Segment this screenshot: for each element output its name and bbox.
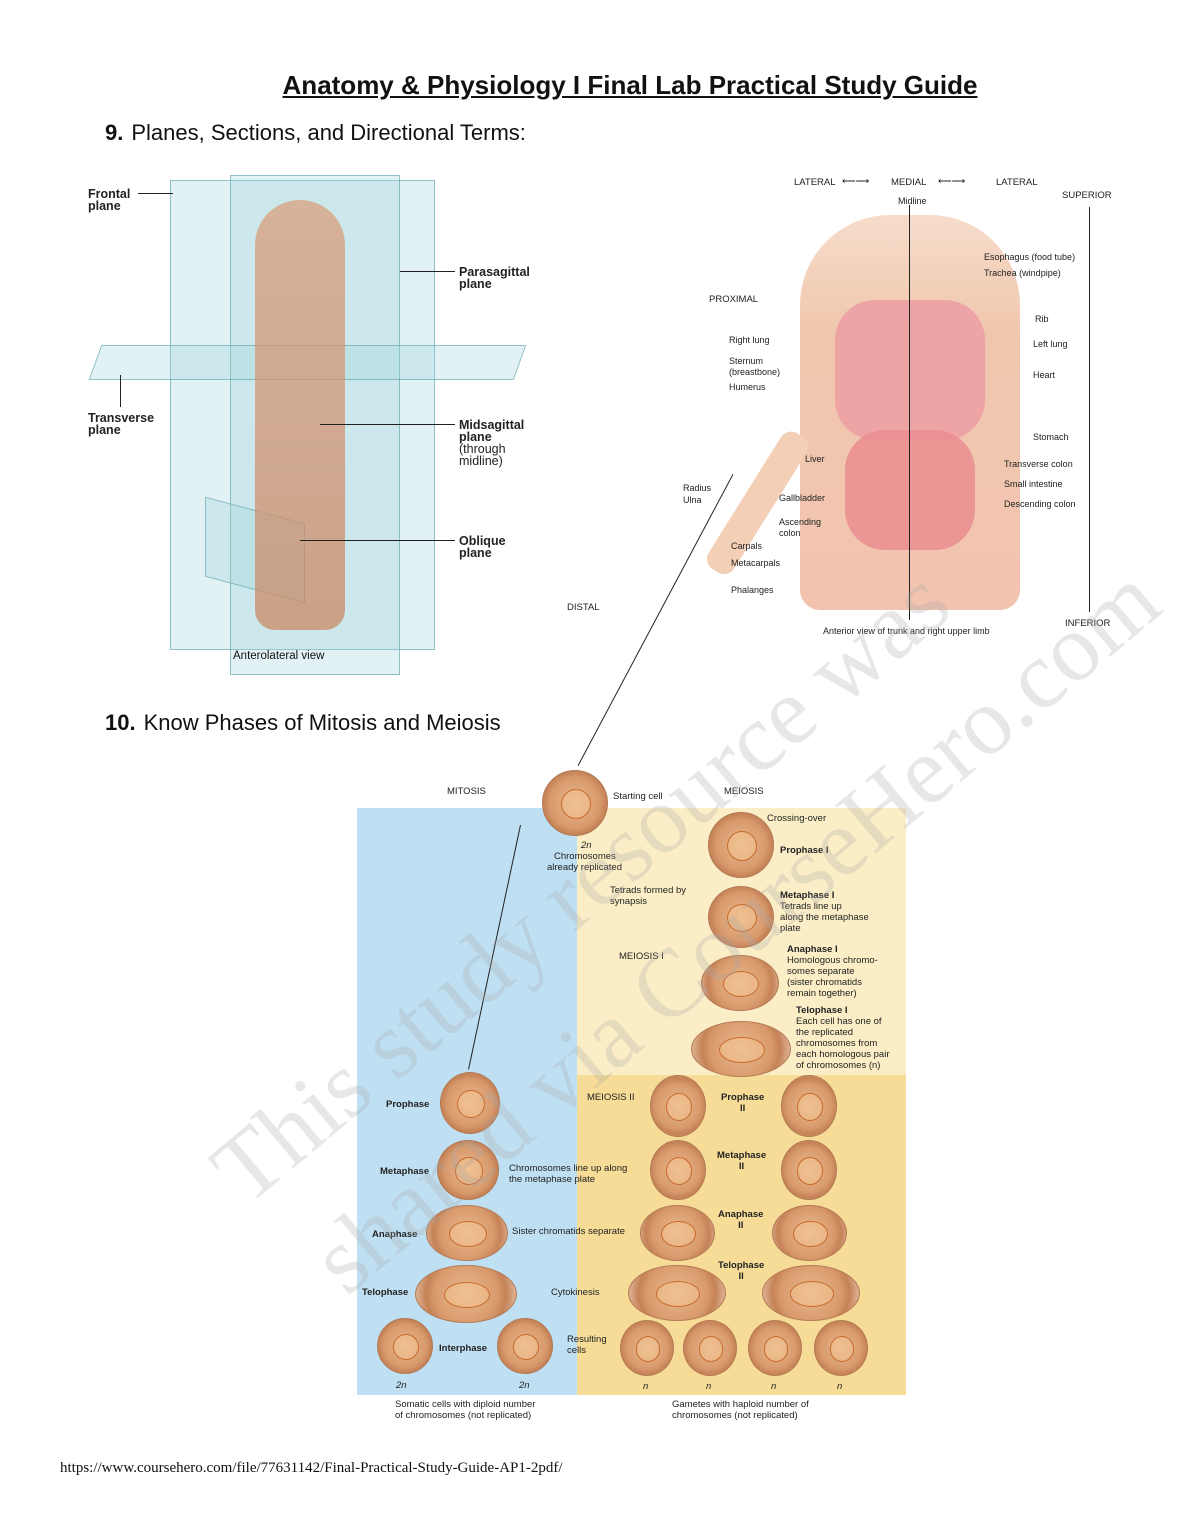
proximal-label: PROXIMAL (709, 294, 759, 305)
organ-label: Liver (805, 454, 825, 464)
cell-diagram (377, 1318, 433, 1374)
cell-diagram (781, 1075, 837, 1137)
cell-diagram (620, 1320, 674, 1376)
organ-label: Sternum(breastbone) (729, 356, 781, 377)
midline (909, 205, 910, 620)
mitosis-label: MITOSIS (447, 786, 486, 797)
inferior-label: INFERIOR (1065, 618, 1111, 629)
organ-label: Trachea (windpipe) (984, 268, 1061, 278)
organ-label: Humerus (729, 382, 766, 392)
section-10-heading: 10.Know Phases of Mitosis and Meiosis (105, 710, 501, 735)
cell-diagram (814, 1320, 868, 1376)
organ-label: Descending colon (1004, 499, 1076, 509)
midline-label: Midline (898, 196, 927, 206)
lateral-label: LATERAL (794, 177, 836, 188)
cell-diagram (628, 1265, 726, 1321)
organ-label: Transverse colon (1004, 459, 1073, 469)
cell-diagram (415, 1265, 517, 1323)
superior-inferior-arrow (1089, 207, 1090, 612)
figure-caption: Anterolateral view (233, 650, 325, 662)
section-number: 9. (105, 120, 124, 145)
cell-diagram (426, 1205, 508, 1261)
organ-label: Metacarpals (731, 558, 781, 568)
cell-diagram (437, 1140, 499, 1200)
cell-diagram (772, 1205, 847, 1261)
cell-diagram (650, 1140, 706, 1200)
lateral-label: LATERAL (996, 177, 1038, 188)
cell-diagram (640, 1205, 715, 1261)
human-figure (255, 200, 345, 630)
cell-diagram (497, 1318, 553, 1374)
superior-label: SUPERIOR (1062, 190, 1112, 201)
footer-url[interactable]: https://www.coursehero.com/file/77631142… (60, 1460, 563, 1476)
cell-diagram (440, 1072, 500, 1134)
figure-caption: Anterior view of trunk and right upper l… (823, 626, 990, 636)
organ-label: Small intestine (1004, 479, 1063, 489)
cell-diagram (701, 955, 779, 1011)
cell-diagram (781, 1140, 837, 1200)
cell-diagram (691, 1021, 791, 1077)
organ-label: Esophagus (food tube) (984, 252, 1076, 262)
organ-label: Stomach (1033, 432, 1069, 442)
distal-label: DISTAL (567, 602, 600, 613)
cell-diagram (748, 1320, 802, 1376)
starting-cell (542, 770, 608, 836)
organ-label: Gallbladder (779, 493, 826, 503)
cell-diagram (708, 886, 774, 948)
section-9-heading: 9. Planes, Sections, and Directional Term… (105, 120, 526, 146)
organ-label: Heart (1033, 370, 1056, 380)
meiosis-label: MEIOSIS (724, 786, 764, 797)
organ-label: Rib (1035, 314, 1049, 324)
cell-diagram (708, 812, 774, 878)
cell-diagram (650, 1075, 706, 1137)
organ-label: Phalanges (731, 585, 774, 595)
cell-diagram (683, 1320, 737, 1376)
organ-label: Left lung (1033, 339, 1068, 349)
medial-label: MEDIAL (891, 177, 927, 188)
organ-label: Ulna (683, 495, 702, 505)
section-text: Planes, Sections, and Directional Terms: (131, 120, 526, 145)
organ-label: Right lung (729, 335, 770, 345)
lungs (835, 300, 985, 440)
page-title: Anatomy & Physiology I Final Lab Practic… (282, 70, 978, 100)
organ-label: Carpals (731, 541, 763, 551)
intestines (845, 430, 975, 550)
cell-diagram (762, 1265, 860, 1321)
organ-label: Radius (683, 483, 712, 493)
